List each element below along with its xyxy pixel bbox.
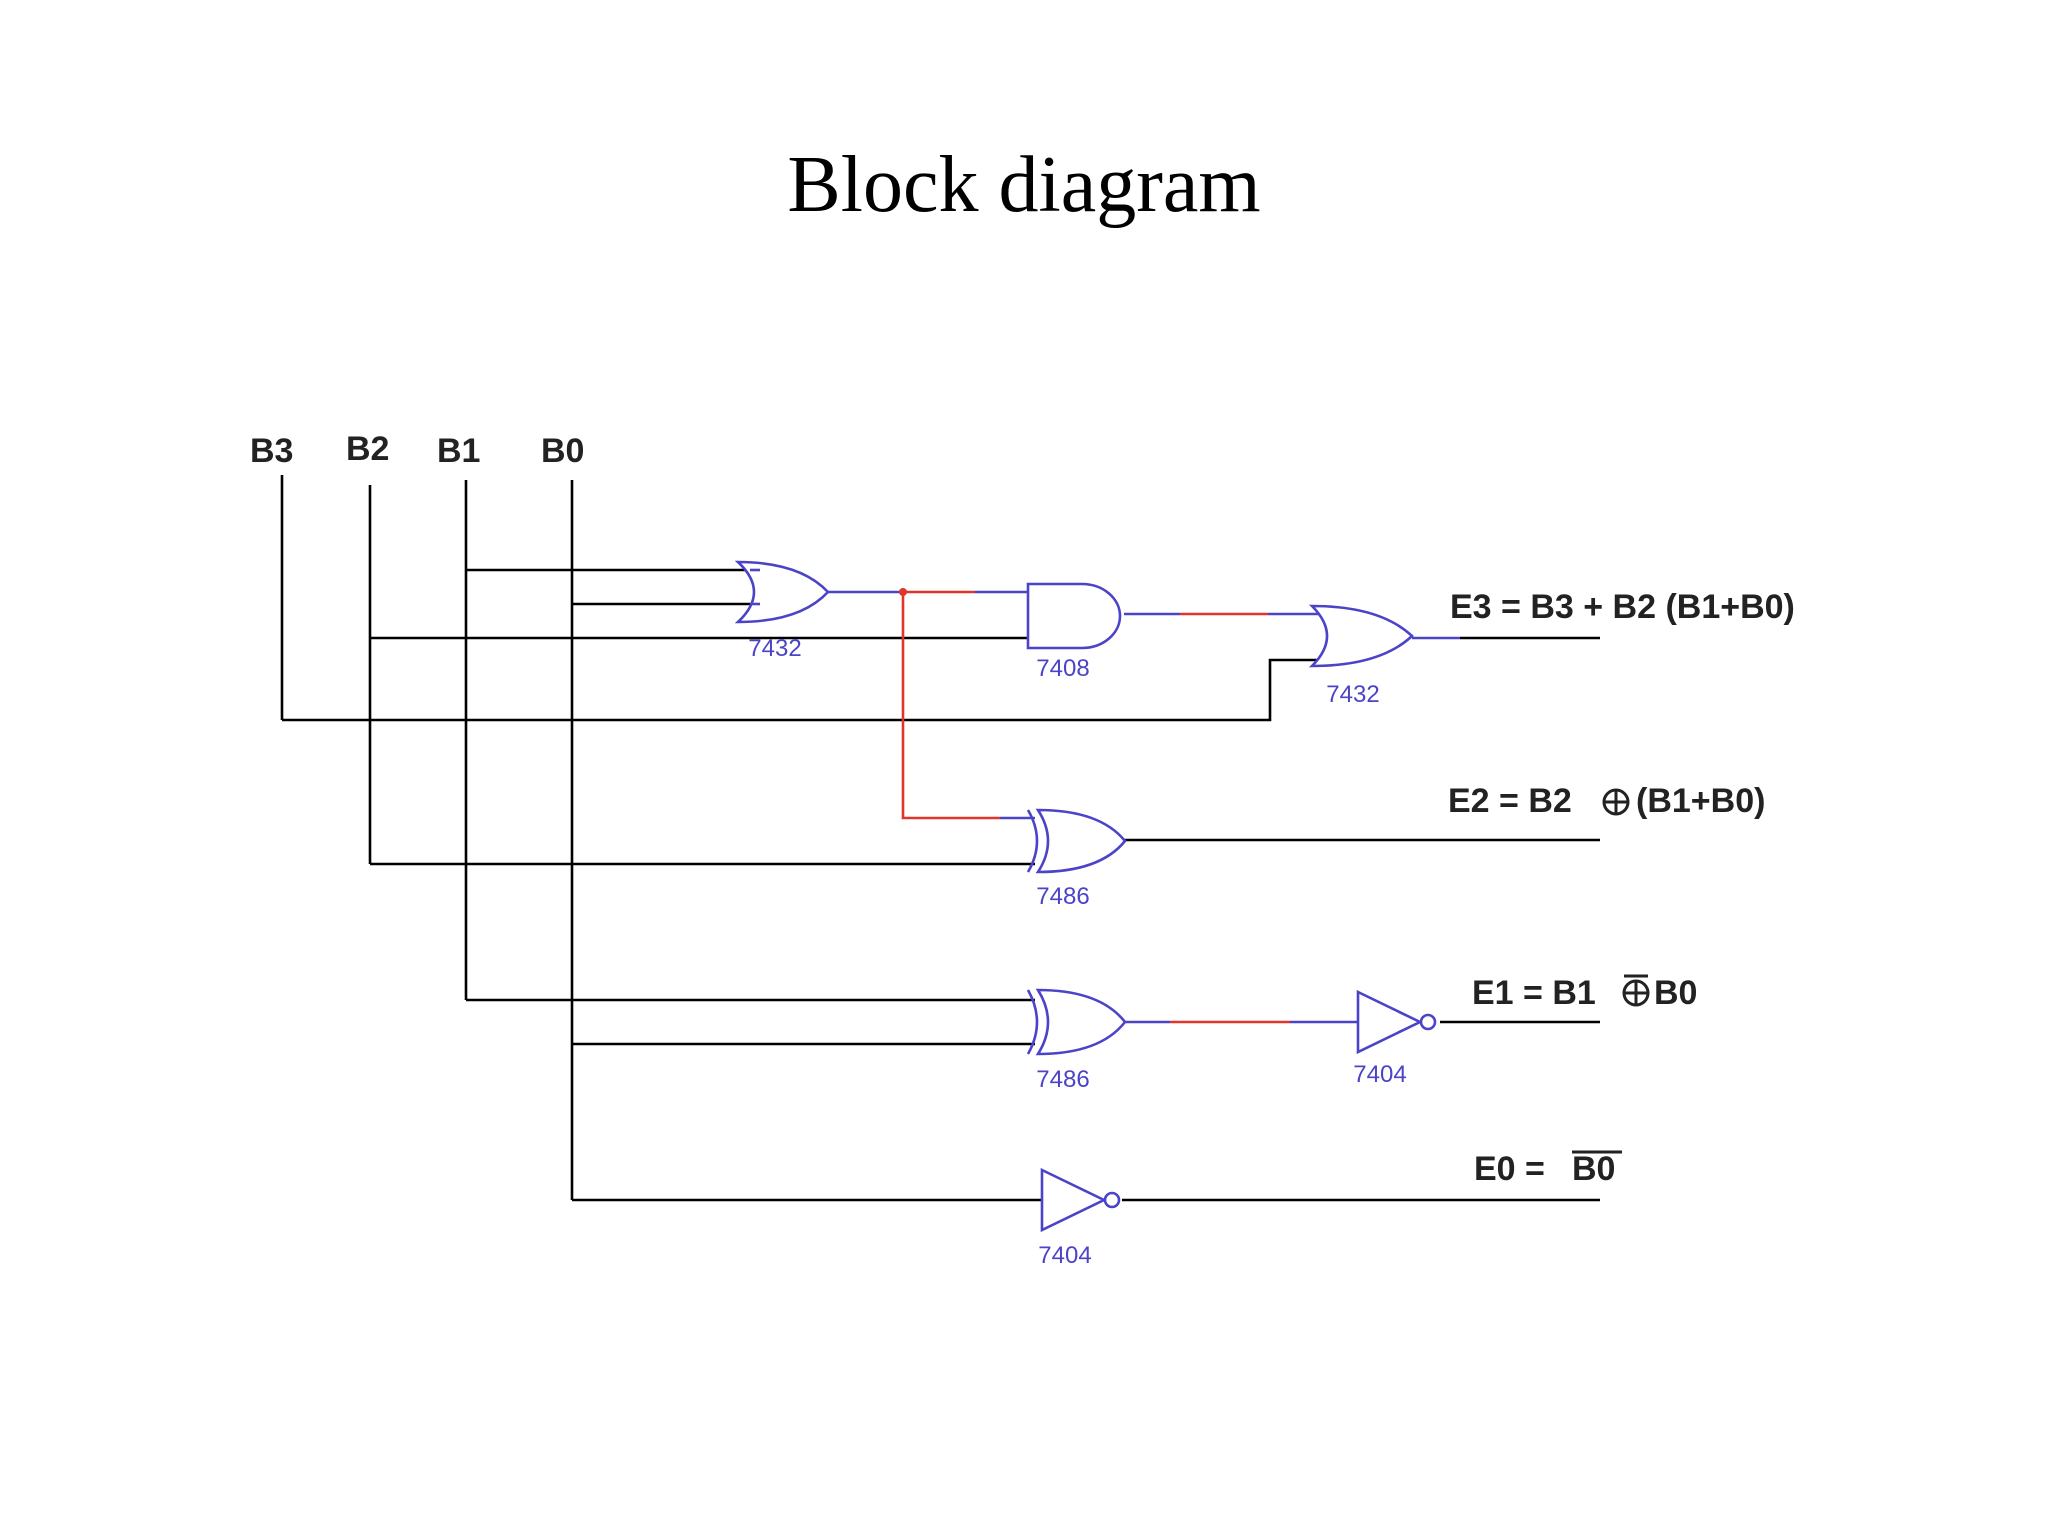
- output-label-e0-lhs: E0 =: [1474, 1150, 1545, 1188]
- output-label-e2: E2 = B2 (B1+B0): [1448, 782, 1765, 820]
- or-gate-1: 7432: [734, 560, 830, 662]
- output-label-e1-rhs: B0: [1654, 974, 1697, 1012]
- output-label-e3: E3 = B3 + B2 (B1+B0): [1450, 588, 1795, 626]
- input-label-b2: B2: [346, 430, 389, 468]
- page-title: Block diagram: [787, 141, 1261, 229]
- chip-label-not1: 7404: [1353, 1061, 1406, 1088]
- or-gate-2: 7432: [1308, 604, 1414, 708]
- output-label-e0: E0 = B0: [1474, 1150, 1622, 1188]
- xor-symbol-e2: [1602, 788, 1630, 816]
- and-gate: 7408: [1026, 582, 1122, 682]
- chip-label-xor1: 7486: [1036, 883, 1089, 910]
- chip-label-and: 7408: [1036, 655, 1089, 682]
- chip-label-or2: 7432: [1326, 681, 1379, 708]
- xor-gate-1: 7486: [1026, 808, 1127, 910]
- input-label-b3: B3: [250, 432, 293, 470]
- not-gate-1: 7404: [1353, 989, 1437, 1088]
- output-label-e2-lhs: E2 = B2: [1448, 782, 1572, 820]
- chip-label-xor2: 7486: [1036, 1066, 1089, 1093]
- xnor-symbol-e1: [1622, 974, 1650, 1007]
- output-label-e1: E1 = B1 B0: [1472, 974, 1697, 1012]
- output-label-e0-rhs: B0: [1572, 1150, 1615, 1188]
- chip-label-or1: 7432: [748, 635, 801, 662]
- wire-branch-to-xor1: [901, 592, 1000, 820]
- wire-b3-to-or2: [282, 658, 1320, 722]
- chip-label-not2: 7404: [1038, 1242, 1091, 1269]
- input-label-b1: B1: [437, 432, 480, 470]
- output-label-e1-lhs: E1 = B1: [1472, 974, 1596, 1012]
- xor-gate-2: 7486: [1026, 988, 1127, 1093]
- input-label-b0: B0: [541, 432, 584, 470]
- not-gate-2: 7404: [1038, 1167, 1121, 1269]
- output-label-e2-rhs: (B1+B0): [1636, 782, 1765, 820]
